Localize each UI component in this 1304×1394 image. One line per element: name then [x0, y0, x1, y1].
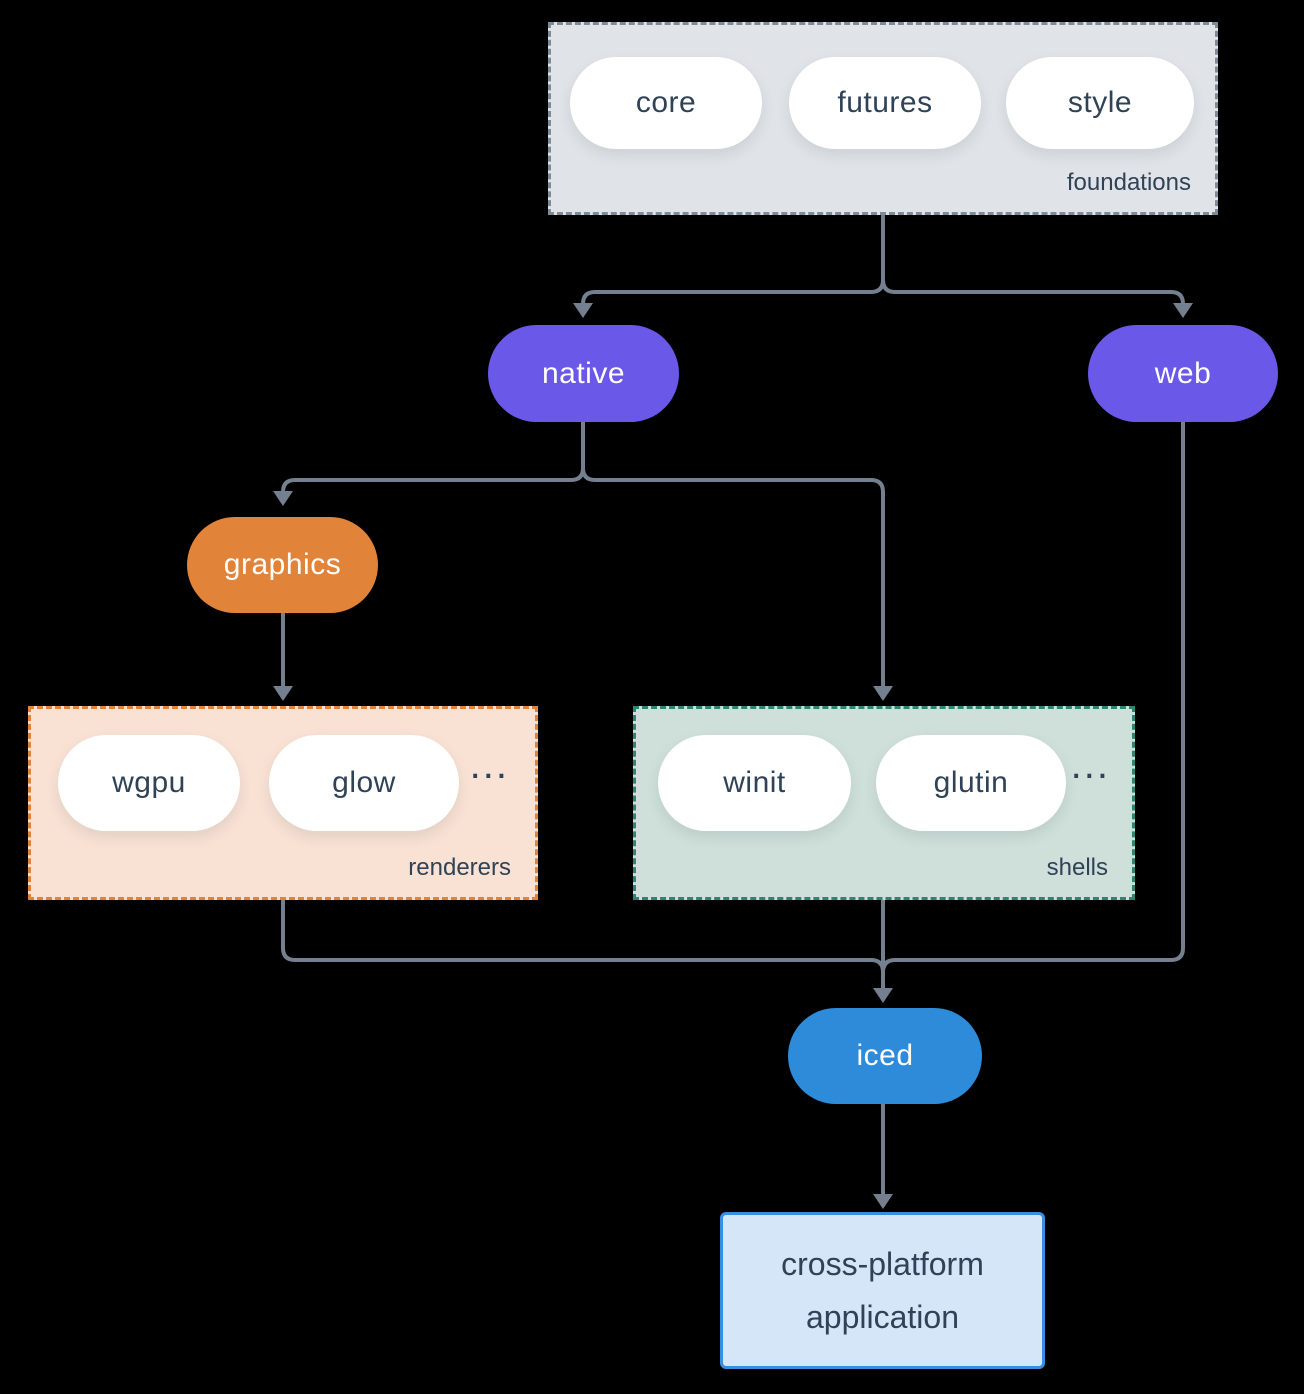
group-renderers: wgpu glow ... renderers: [28, 706, 538, 900]
edge-foundations-native: [581, 215, 885, 305]
node-web: web: [1088, 325, 1278, 422]
arrowhead-iced: [873, 988, 893, 1003]
edge-foundations-web: [881, 215, 1185, 305]
shells-ellipsis: ...: [1070, 743, 1110, 787]
arrowhead-application: [873, 1194, 893, 1209]
pill-glutin: glutin: [876, 735, 1066, 831]
group-shells-label: shells: [1046, 854, 1108, 881]
edge-native-shells: [581, 422, 885, 687]
arrowhead-graphics: [273, 491, 293, 506]
renderers-ellipsis: ...: [469, 743, 509, 787]
node-iced: iced: [788, 1008, 982, 1104]
group-foundations: core futures style foundations: [548, 22, 1218, 215]
arrowhead-renderers: [273, 686, 293, 701]
node-graphics: graphics: [187, 517, 378, 613]
arrowhead-shells: [873, 686, 893, 701]
node-native: native: [488, 325, 679, 422]
node-cross-platform-application: cross-platform application: [720, 1212, 1045, 1369]
arrowhead-web: [1173, 303, 1193, 318]
group-shells: winit glutin ... shells: [633, 706, 1135, 900]
group-foundations-label: foundations: [1066, 169, 1191, 196]
edge-renderers-iced: [281, 900, 885, 989]
group-renderers-label: renderers: [408, 854, 511, 881]
pill-winit: winit: [658, 735, 851, 831]
pill-style: style: [1006, 57, 1194, 149]
pill-futures: futures: [789, 57, 981, 149]
edge-native-graphics: [281, 422, 585, 493]
arrowhead-native: [573, 303, 593, 318]
pill-wgpu: wgpu: [58, 735, 240, 831]
pill-glow: glow: [269, 735, 459, 831]
pill-core: core: [570, 57, 762, 149]
